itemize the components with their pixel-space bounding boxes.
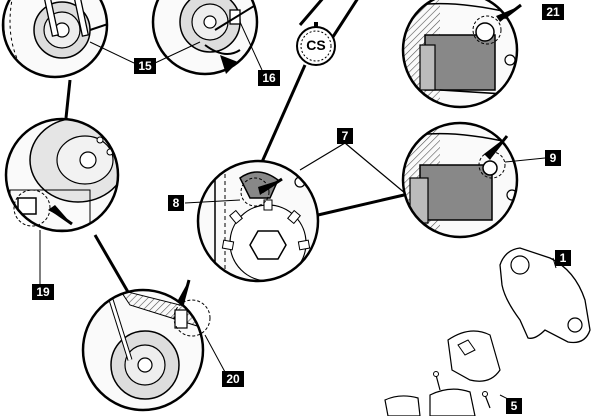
lower-cover-part-5 bbox=[384, 330, 511, 416]
sprocket-inset-top-right bbox=[403, 0, 517, 107]
callout-15: 15 bbox=[134, 58, 156, 74]
callout-7: 7 bbox=[337, 128, 353, 144]
timing-cover-part-1 bbox=[499, 247, 591, 344]
callout-21: 21 bbox=[542, 4, 564, 20]
camshaft-cs-mark: CS bbox=[306, 37, 326, 53]
callout-5: 5 bbox=[506, 398, 522, 414]
callout-20: 20 bbox=[222, 371, 244, 387]
inset-frame-middle-left bbox=[4, 117, 120, 233]
rotation-arrow-icon bbox=[220, 55, 238, 74]
camshaft-mark bbox=[296, 0, 359, 66]
inset-frame-top-right bbox=[401, 0, 519, 109]
inset-frame-top-left bbox=[1, 0, 109, 79]
crankshaft-inset bbox=[6, 119, 118, 231]
inset-frame-bottom-left bbox=[81, 288, 205, 412]
callout-8: 8 bbox=[168, 195, 184, 211]
tensioner-pointer-inset bbox=[153, 0, 257, 74]
connector-lines bbox=[64, 64, 405, 293]
callout-19: 19 bbox=[32, 284, 54, 300]
callout-9: 9 bbox=[545, 150, 561, 166]
tensioner-inset-bottom-left bbox=[83, 290, 203, 410]
sprocket-teeth bbox=[221, 199, 311, 251]
inset-frame-center bbox=[196, 159, 320, 283]
inset-frame-top-middle bbox=[151, 0, 259, 76]
inset-frame-middle-right bbox=[401, 121, 519, 239]
callout-1: 1 bbox=[555, 250, 571, 266]
callout-16: 16 bbox=[258, 70, 280, 86]
